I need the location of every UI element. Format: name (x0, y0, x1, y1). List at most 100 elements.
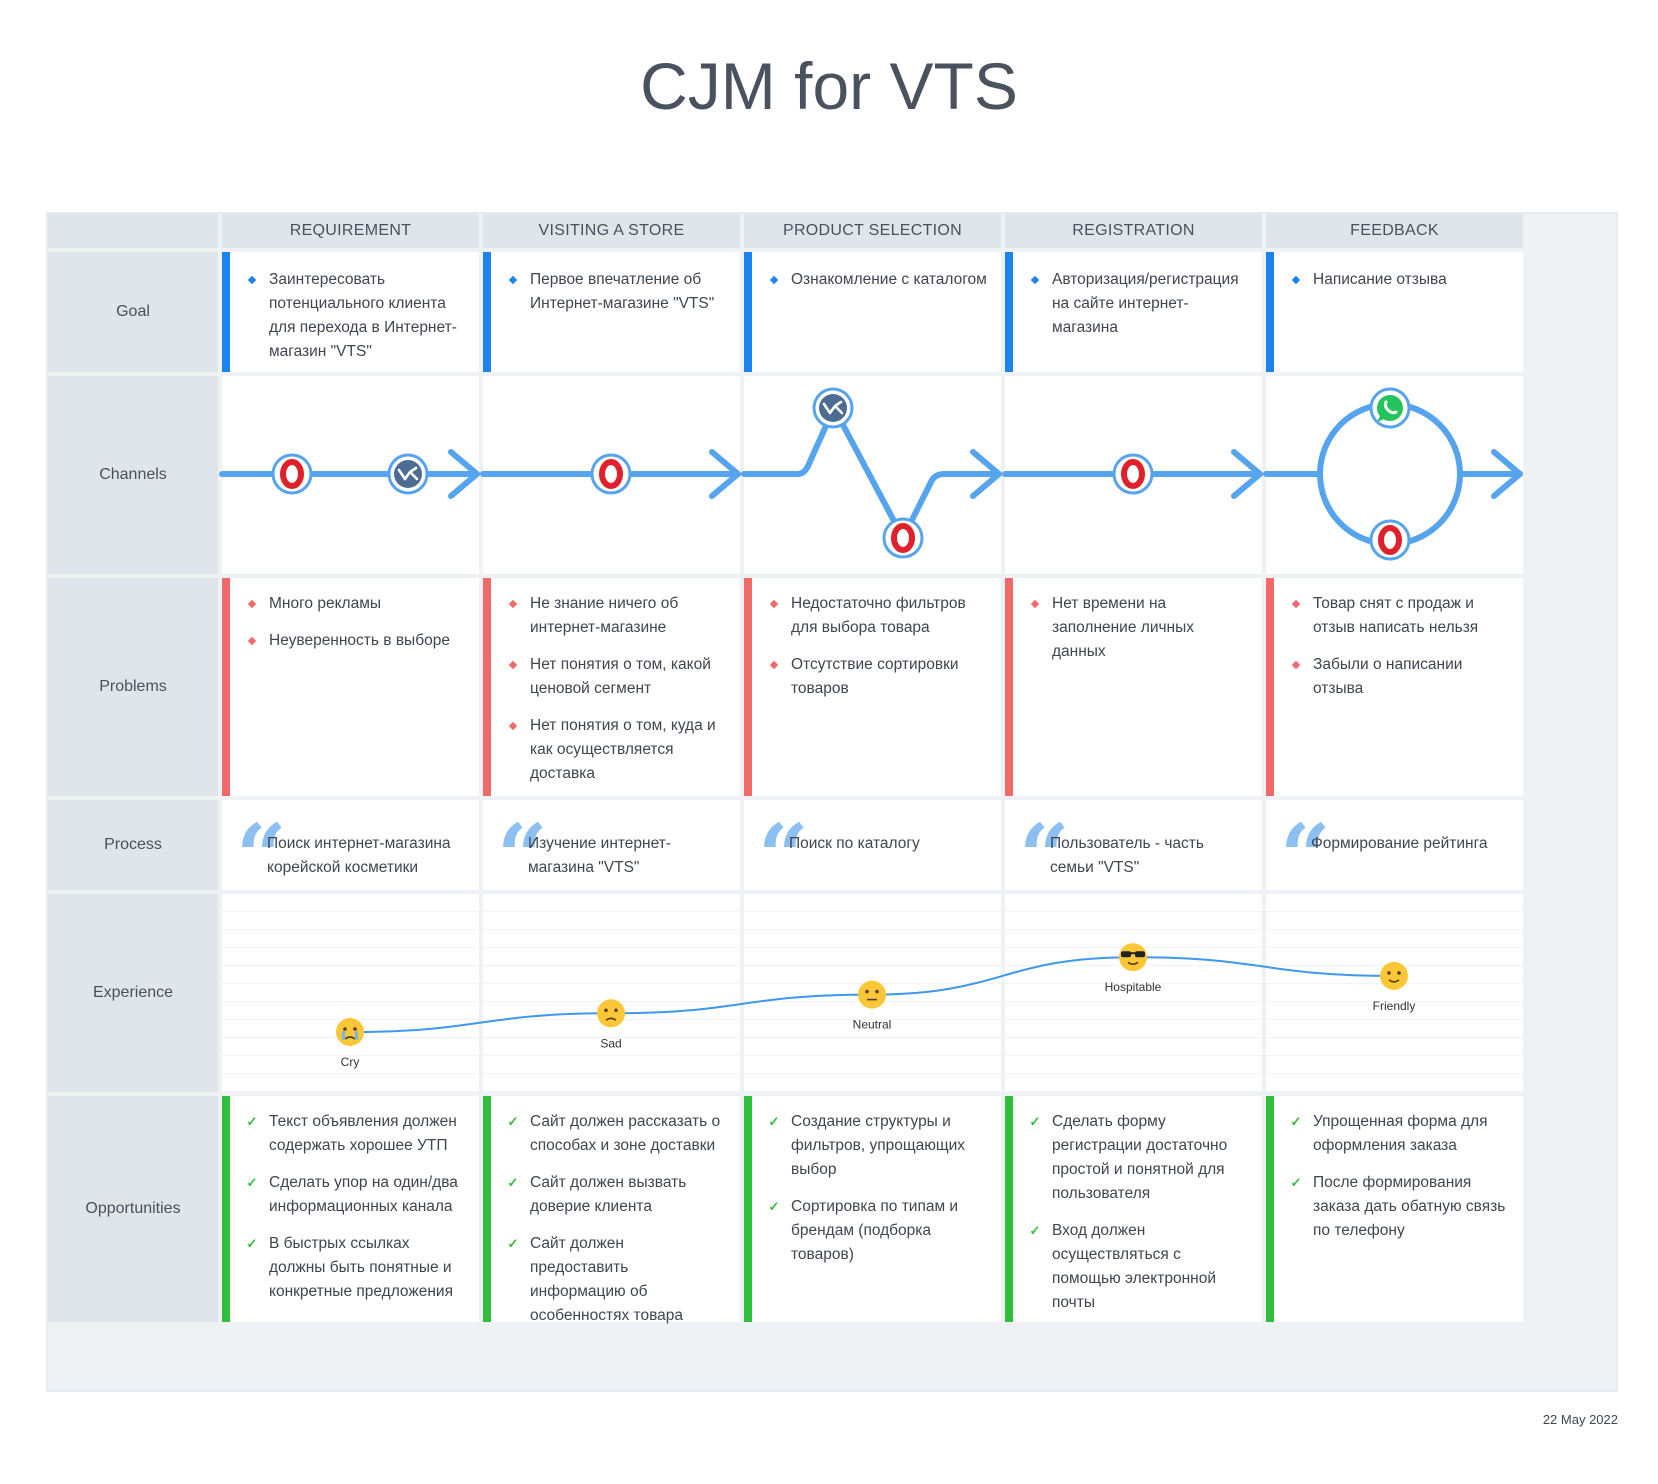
problems-cell: Товар снят с продаж и отзыв написать нел… (1266, 578, 1523, 796)
bullet-icon (1025, 592, 1045, 616)
bullet-icon (503, 714, 523, 738)
process-cell: “Поиск по каталогу (744, 800, 1001, 900)
opportunity-item: ✓Сайт должен рассказать о способах и зон… (503, 1110, 726, 1158)
experience-label: Hospitable (1105, 980, 1162, 994)
bullet-icon (764, 653, 784, 677)
quote-icon: “ (758, 804, 809, 908)
vk-icon (387, 453, 429, 495)
opportunity-item: ✓ В быстрых ссылках должны быть понятные… (242, 1232, 465, 1304)
date-label: 22 May 2022 (1542, 1412, 1618, 1427)
arrow-head-icon (448, 449, 480, 499)
opera-icon (271, 453, 313, 495)
problem-bar (222, 578, 230, 796)
bullet-icon (503, 653, 523, 677)
bullet-icon (1025, 268, 1045, 292)
stage-header: REQUIREMENT (222, 214, 479, 248)
process-cell: “Пользователь - часть семьи "VTS" (1005, 800, 1262, 900)
goal-cell: Авторизация/регистрация на сайте интерне… (1005, 252, 1262, 372)
experience-cell (1005, 894, 1262, 1092)
bullet-icon (764, 592, 784, 616)
goal-bar (222, 252, 230, 372)
row-header-opportunities: Opportunities (48, 1096, 218, 1322)
opportunity-item: ✓Сделать упор на один/два информационных… (242, 1171, 465, 1219)
problem-item: Товар снят с продаж и отзыв написать нел… (1286, 592, 1509, 640)
check-icon: ✓ (1290, 1175, 1302, 1190)
arrow-head-icon (709, 449, 741, 499)
problem-item: Неуверенность в выборе (242, 629, 465, 653)
process-cell: “Поиск интернет-магазина корейской косме… (222, 800, 479, 900)
channel-line (741, 405, 1002, 541)
stage-header: FEEDBACK (1266, 214, 1523, 248)
check-icon: ✓ (507, 1114, 519, 1129)
check-icon: ✓ (1029, 1114, 1041, 1129)
experience-cell (483, 894, 740, 1092)
experience-label: Cry (341, 1055, 360, 1069)
opportunities-cell: ✓Сделать форму регистрации достаточно пр… (1005, 1096, 1262, 1322)
problem-item: Нет понятия о том, какой ценовой сегмент (503, 653, 726, 701)
vk-icon (812, 387, 854, 429)
arrow-head-icon (970, 449, 1002, 499)
opportunity-item: ✓Упрощенная форма для оформления заказа (1286, 1110, 1509, 1158)
check-icon: ✓ (246, 1175, 258, 1190)
opportunity-item: ✓Текст объявления должен содержать хорош… (242, 1110, 465, 1158)
arrow-head-icon (1231, 449, 1263, 499)
problem-bar (1005, 578, 1013, 796)
problem-item: Не знание ничего об интернет-магазине (503, 592, 726, 640)
bullet-icon (764, 268, 784, 292)
bullet-icon (1286, 592, 1306, 616)
opportunities-cell: ✓Сайт должен рассказать о способах и зон… (483, 1096, 740, 1324)
goal-item: Заинтересовать потенциального клиента дл… (242, 268, 465, 364)
problem-item: Нет понятия о том, куда и как осуществля… (503, 714, 726, 786)
opportunities-cell: ✓Упрощенная форма для оформления заказа ✓… (1266, 1096, 1523, 1322)
goal-cell: Написание отзыва (1266, 252, 1523, 372)
sunglasses-face-icon (1119, 943, 1147, 972)
goal-item: Первое впечатление об Интернет-магазине … (503, 268, 726, 316)
goal-item: Авторизация/регистрация на сайте интерне… (1025, 268, 1248, 340)
check-icon: ✓ (246, 1236, 258, 1251)
opera-icon (1112, 453, 1154, 495)
opportunity-bar (483, 1096, 491, 1322)
problem-item: Отсутствие сортировки товаров (764, 653, 987, 701)
problem-bar (483, 578, 491, 796)
goal-bar (1266, 252, 1274, 372)
stage-header: VISITING A STORE (483, 214, 740, 248)
opportunity-bar (1266, 1096, 1274, 1322)
opportunity-item: ✓Вход должен осуществляться с помощью эл… (1025, 1219, 1248, 1315)
experience-label: Friendly (1373, 999, 1416, 1013)
bullet-icon (242, 268, 262, 292)
opportunity-item: ✓После формирования заказа дать обатную … (1286, 1171, 1509, 1243)
quote-icon: “ (497, 804, 548, 908)
process-text: Поиск по каталогу (789, 835, 920, 852)
problem-item: Забыли о написании отзыва (1286, 653, 1509, 701)
experience-cell (1266, 894, 1523, 1092)
channels-flow (219, 387, 1523, 561)
problems-cell: Нет времени на заполнение личных данных (1005, 578, 1262, 796)
sad-face-icon (597, 999, 625, 1028)
row-header-problems: Problems (48, 578, 218, 796)
problem-item: Нет времени на заполнение личных данных (1025, 592, 1248, 664)
opera-icon (882, 517, 924, 559)
goal-cell: Первое впечатление об Интернет-магазине … (483, 252, 740, 372)
opportunity-item: ✓Сделать форму регистрации достаточно пр… (1025, 1110, 1248, 1206)
opportunity-bar (744, 1096, 752, 1322)
opportunities-cell: ✓Текст объявления должен содержать хорош… (222, 1096, 479, 1322)
problem-bar (744, 578, 752, 796)
neutral-face-icon (858, 980, 886, 1009)
bullet-icon (1286, 268, 1306, 292)
goal-bar (744, 252, 752, 372)
opportunity-item: ✓Сайт должен предоставить информацию об … (503, 1232, 726, 1328)
experience-cell (222, 894, 479, 1092)
goal-bar (1005, 252, 1013, 372)
quote-icon: “ (236, 804, 287, 908)
goal-item: Ознакомление с каталогом (764, 268, 987, 292)
process-cell: “Формирование рейтинга (1266, 800, 1523, 900)
crying-face-icon (336, 1018, 364, 1046)
smiling-face-icon (1380, 961, 1408, 990)
bullet-icon (503, 268, 523, 292)
goal-bar (483, 252, 491, 372)
experience-label: Neutral (853, 1018, 892, 1032)
problem-item: Много рекламы (242, 592, 465, 616)
